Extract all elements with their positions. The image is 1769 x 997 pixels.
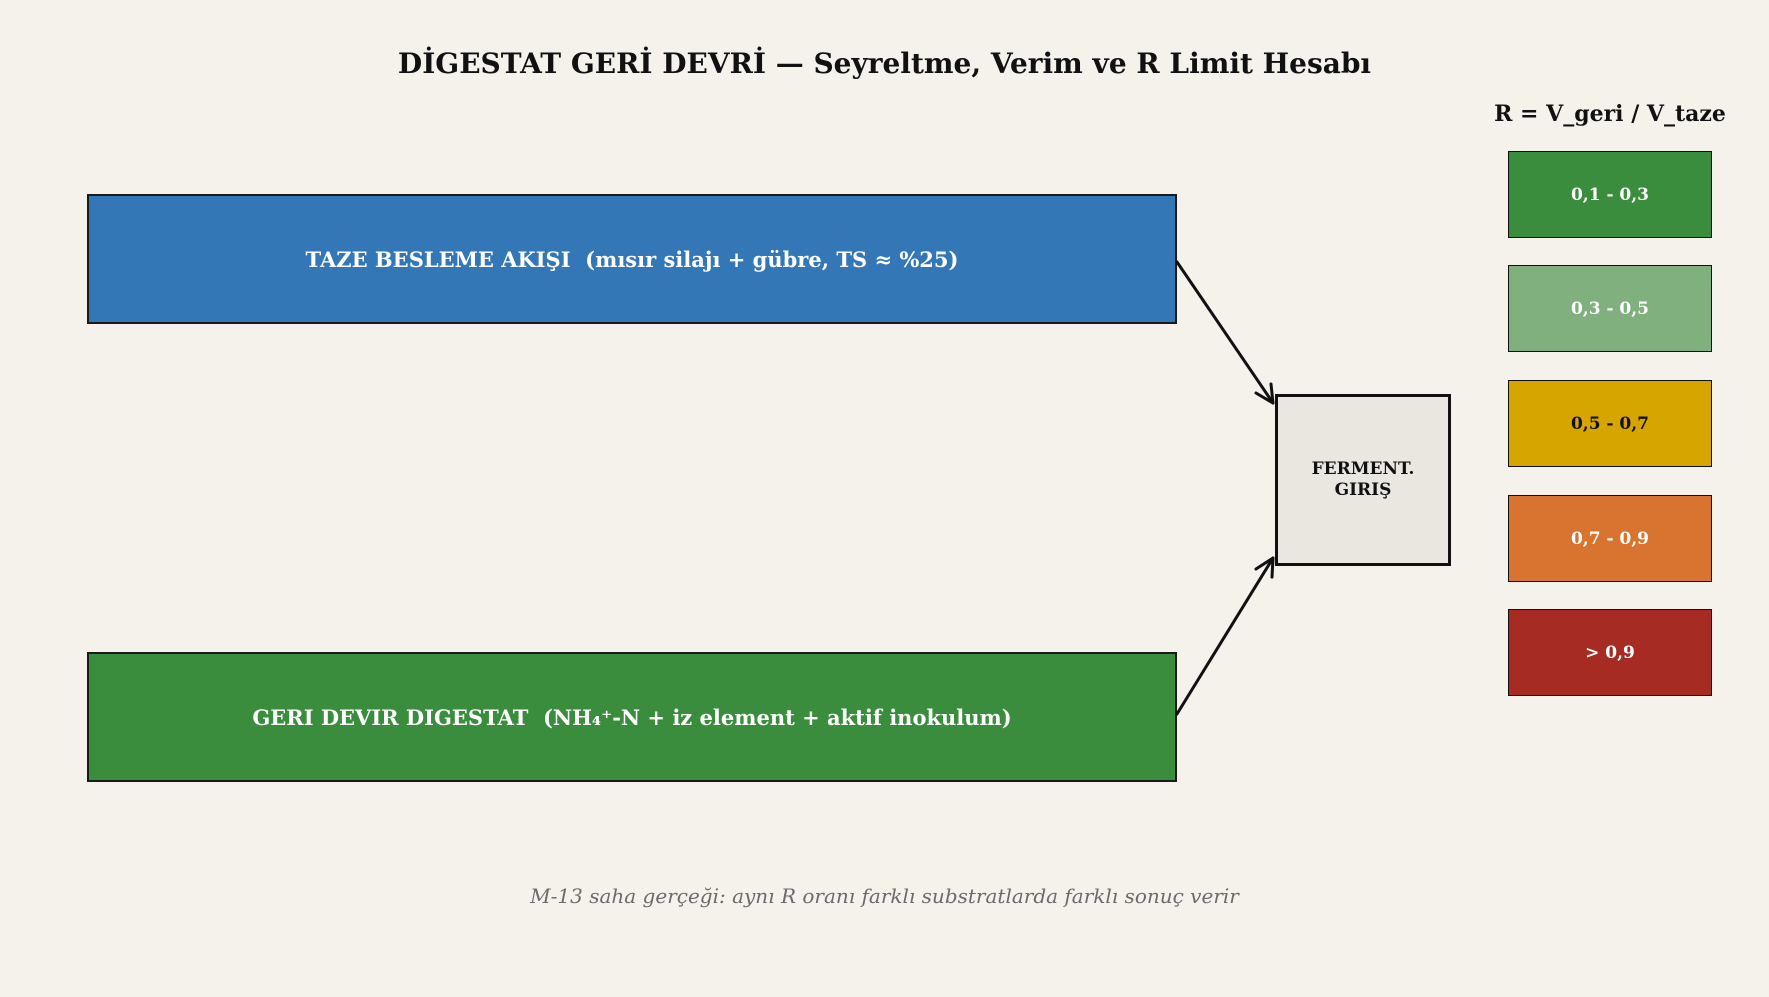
page-title: DİGESTAT GERİ DEVRİ — Seyreltme, Verim v…	[397, 47, 1372, 80]
footer-note: M-13 saha gerçeği: aynı R oranı farklı s…	[530, 884, 1239, 908]
legend-range-label: > 0,9	[1585, 642, 1635, 663]
fermenter-inlet-line2: GIRIŞ	[1334, 480, 1392, 500]
recycle-digestate-box: GERI DEVIR DIGESTAT (NH₄⁺-N + iz element…	[87, 652, 1177, 782]
legend-range-label: 0,7 - 0,9	[1570, 528, 1650, 549]
fresh-feed-label: TAZE BESLEME AKIŞI (mısır silajı + gübre…	[305, 246, 959, 272]
r-formula-heading: R = V_geri / V_taze	[1494, 101, 1726, 127]
legend-range-label: 0,5 - 0,7	[1570, 413, 1650, 434]
legend-range-0: 0,1 - 0,3	[1508, 151, 1712, 238]
legend-range-4: > 0,9	[1508, 609, 1712, 696]
recycle-digestate-label: GERI DEVIR DIGESTAT (NH₄⁺-N + iz element…	[252, 704, 1012, 730]
fresh-feed-box: TAZE BESLEME AKIŞI (mısır silajı + gübre…	[87, 194, 1177, 324]
legend-range-label: 0,3 - 0,5	[1570, 298, 1650, 319]
fermenter-inlet-box: FERMENT. GIRIŞ	[1275, 394, 1451, 566]
arrow-icon	[1175, 556, 1275, 716]
legend-range-2: 0,5 - 0,7	[1508, 380, 1712, 467]
legend-range-3: 0,7 - 0,9	[1508, 495, 1712, 582]
arrow-icon	[1175, 260, 1275, 405]
fermenter-inlet-line1: FERMENT.	[1311, 459, 1415, 479]
legend-range-1: 0,3 - 0,5	[1508, 265, 1712, 352]
legend-range-label: 0,1 - 0,3	[1570, 184, 1650, 205]
